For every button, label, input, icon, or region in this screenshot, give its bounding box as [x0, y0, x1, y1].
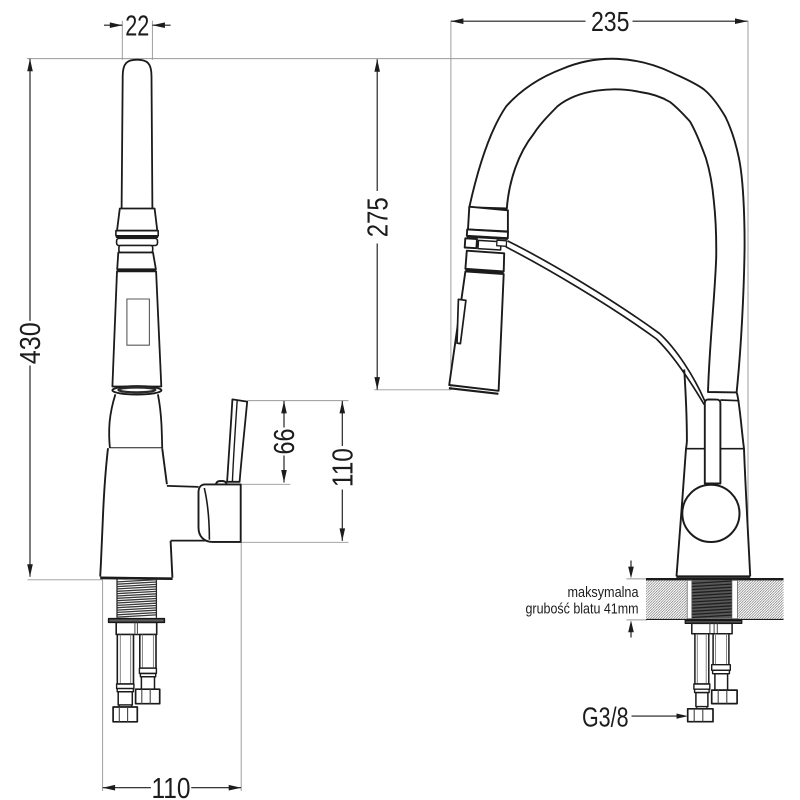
svg-text:maksymalna: maksymalna: [568, 584, 639, 601]
svg-text:430: 430: [15, 322, 47, 364]
svg-text:G3/8: G3/8: [582, 701, 629, 732]
svg-text:66: 66: [269, 429, 301, 455]
svg-text:22: 22: [125, 10, 149, 42]
svg-text:235: 235: [591, 6, 630, 37]
svg-text:275: 275: [362, 197, 394, 237]
svg-text:110: 110: [328, 448, 360, 487]
svg-text:grubość blatu 41mm: grubość blatu 41mm: [526, 600, 639, 617]
svg-text:110: 110: [152, 773, 191, 800]
